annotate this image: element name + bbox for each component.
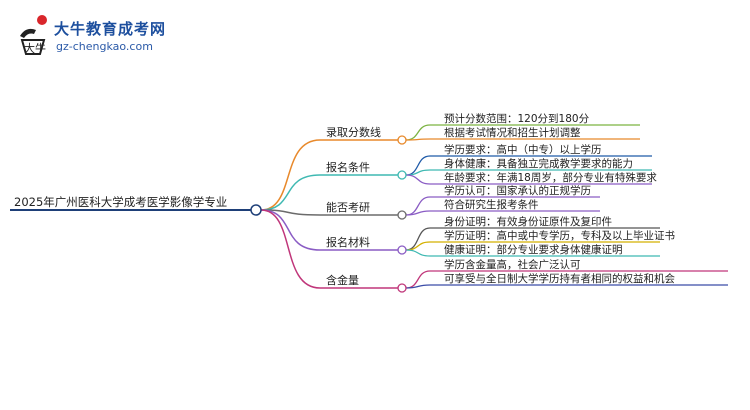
site-logo[interactable]: 大牛 大牛教育成考网 gz-chengkao.com [14, 14, 214, 60]
leaf-connector [405, 138, 431, 141]
branch-label: 报名材料 [326, 235, 370, 249]
leaf-label: 学历要求：高中（中专）以上学历 [444, 143, 602, 156]
leaf-connector [405, 249, 431, 257]
logo-mark-text: 大牛 [24, 41, 46, 55]
leaf-label: 学历证明：高中或中专学历，专科及以上毕业证书 [444, 229, 675, 242]
branch-connector [260, 209, 321, 251]
leaf-label: 年龄要求：年满18周岁，部分专业有特殊要求 [444, 171, 657, 184]
branch-node-circle [397, 135, 407, 145]
branch-label: 含金量 [326, 273, 359, 287]
leaf-label: 身体健康：具备独立完成教学要求的能力 [444, 157, 633, 170]
leaf-label: 身份证明：有效身份证原件及复印件 [444, 215, 612, 228]
logo-url: gz-chengkao.com [56, 40, 153, 53]
leaf-label: 学历认可：国家承认的正规学历 [444, 184, 591, 197]
leaf-connector [405, 284, 431, 289]
leaf-label: 预计分数范围：120分到180分 [444, 112, 590, 125]
leaf-label: 符合研究生报考条件 [444, 198, 539, 211]
logo-title: 大牛教育成考网 [54, 20, 167, 38]
root-node-circle [250, 204, 262, 216]
leaf-label: 健康证明：部分专业要求身体健康证明 [444, 243, 623, 256]
leaf-connector [405, 210, 431, 216]
branch-label: 报名条件 [326, 160, 370, 174]
branch-connector [260, 174, 321, 211]
bull-logo-icon: 大牛 [20, 15, 47, 55]
branch-node-circle [397, 210, 407, 220]
branch-label: 能否考研 [326, 200, 370, 214]
branch-connector [260, 209, 321, 216]
root-label: 2025年广州医科大学成考医学影像学专业 [14, 195, 227, 209]
leaf-label: 学历含金量高，社会广泛认可 [444, 258, 581, 271]
branch-connector [260, 139, 321, 211]
leaf-connector [405, 124, 431, 141]
branch-node-circle [397, 170, 407, 180]
map-nodes: 2025年广州医科大学成考医学影像学专业 录取分数线 预计分数范围：120分到180… [14, 112, 675, 293]
leaf-connector [405, 174, 431, 185]
leaf-connector [405, 196, 431, 216]
branch-connector [260, 209, 321, 289]
branch-label: 录取分数线 [326, 125, 381, 139]
connector-lines [10, 124, 728, 289]
leaf-connector [405, 169, 431, 176]
leaf-label: 根据考试情况和招生计划调整 [444, 126, 581, 139]
leaf-label: 可享受与全日制大学学历持有者相同的权益和机会 [444, 272, 675, 285]
branch-node-circle [397, 283, 407, 293]
branch-node-circle [397, 245, 407, 255]
